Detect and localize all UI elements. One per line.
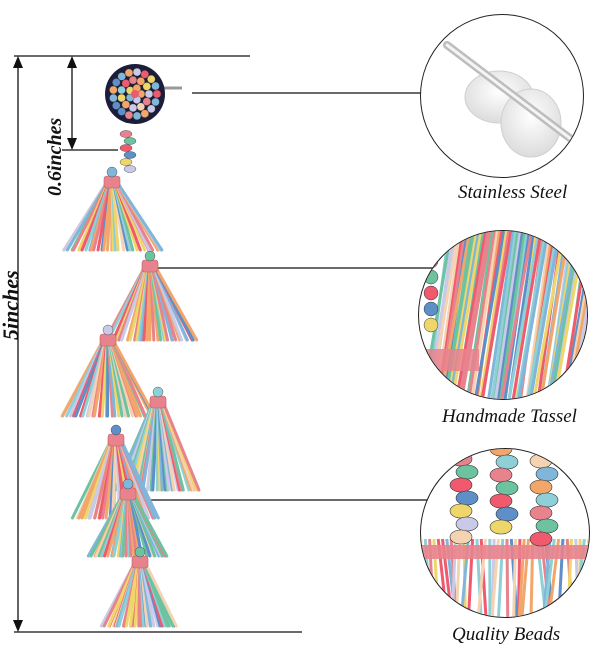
tassel (99, 546, 178, 628)
tassel (62, 166, 164, 252)
tassel (103, 250, 199, 342)
beads-closeup-icon (420, 448, 590, 618)
callout-lines (150, 92, 436, 501)
dimension-lines (14, 55, 302, 633)
tassel-closeup-icon (418, 230, 588, 400)
stud-size-label: 0.6inches (44, 117, 66, 196)
handmade-tassel-label: Handmade Tassel (442, 406, 577, 427)
beaded-stud (105, 64, 165, 124)
arrowheads (13, 56, 77, 632)
tassel-stack (60, 166, 201, 628)
bead-chain (119, 130, 137, 173)
quality-beads-label: Quality Beads (452, 624, 561, 645)
total-length-label: 5inches (0, 270, 23, 340)
stainless-steel-label: Stainless Steel (458, 182, 568, 203)
tassel (60, 324, 156, 418)
tassel (86, 478, 169, 558)
earring-back-icon (420, 14, 584, 178)
